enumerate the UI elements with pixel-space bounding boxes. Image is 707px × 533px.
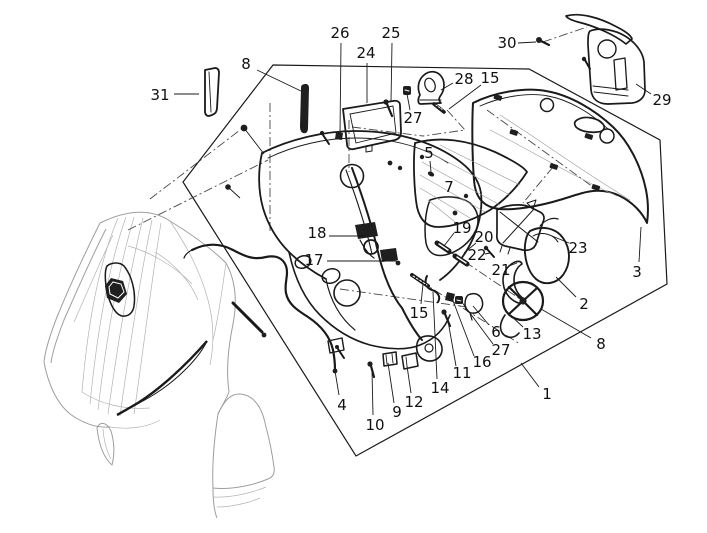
piaggio-badge: [104, 262, 136, 317]
part-number-5: 5: [424, 144, 434, 162]
leader-line-15: [448, 84, 482, 110]
part-number-20: 20: [474, 228, 493, 246]
leader-line-25: [390, 42, 393, 103]
exploded-parts: [183, 13, 649, 379]
leader-line-2: [555, 276, 577, 298]
part-number-8: 8: [596, 335, 606, 353]
part-28-latch: [417, 70, 445, 105]
part-31-trim-strip: [204, 67, 220, 117]
part-number-27: 27: [403, 109, 422, 127]
leader-line-10: [371, 370, 374, 416]
part-29-bracket: [565, 13, 646, 105]
leader-line-14: [432, 291, 438, 380]
part-number-4: 4: [337, 396, 347, 414]
leader-line-13: [507, 312, 524, 328]
leader-line-9: [387, 362, 395, 404]
leader-line-21: [508, 262, 518, 267]
leader-line-6: [472, 305, 490, 326]
part-number-13: 13: [522, 325, 541, 343]
leader-line-28: [440, 82, 454, 91]
leader-line-23: [551, 235, 570, 244]
part-23-glovebox-bin: [495, 204, 545, 255]
part-11-screw: [441, 309, 452, 328]
scooter-front-body: [43, 211, 275, 519]
part-17-18-lock-assembly: [355, 222, 401, 266]
part-27-clip-upper: [403, 86, 411, 95]
part-number-1: 1: [542, 385, 552, 403]
part-number-8: 8: [241, 55, 251, 73]
part-number-10: 10: [365, 416, 384, 434]
part-number-15: 15: [480, 69, 499, 87]
leader-line-19: [443, 232, 455, 247]
leader-line-20: [463, 242, 477, 254]
leader-line-27: [460, 300, 494, 345]
part-25-screw: [383, 99, 394, 118]
part-number-24: 24: [356, 44, 375, 62]
part-number-31: 31: [150, 86, 169, 104]
latch-striker: [327, 337, 345, 359]
part-8-seal-strip: [300, 84, 309, 134]
part-number-25: 25: [381, 24, 400, 42]
part-number-18: 18: [307, 224, 326, 242]
part-number-23: 23: [568, 239, 587, 257]
part-19-20-pins: [434, 240, 470, 267]
part-number-6: 6: [491, 323, 501, 341]
part-number-28: 28: [454, 70, 473, 88]
part-30-screw: [536, 37, 551, 47]
part-22-screw: [483, 245, 495, 258]
leader-line-30: [517, 41, 537, 44]
part-27-clip-lower: [455, 296, 463, 304]
part-1-inner-shield: [258, 130, 483, 350]
leader-line-16: [451, 297, 475, 357]
part-3-rear-panel: [471, 88, 649, 224]
part-12-bracket: [401, 352, 419, 370]
leader-line-15: [420, 283, 424, 305]
leader-line-1: [520, 362, 540, 388]
leader-line-4: [334, 370, 340, 396]
part-4-cable: [183, 243, 341, 374]
leader-line-26: [339, 42, 342, 136]
part-number-11: 11: [452, 364, 471, 382]
part-number-30: 30: [497, 34, 516, 52]
part-number-27: 27: [491, 341, 510, 359]
trim-rod: [231, 301, 267, 338]
part-15-pin-upper: [432, 102, 446, 114]
assembly-boundary: [182, 64, 668, 457]
part-number-2: 2: [579, 295, 589, 313]
part-24-glovebox-lid: [342, 99, 402, 153]
part-9-bracket: [382, 351, 398, 367]
part-13-horn: [499, 280, 545, 339]
part-number-26: 26: [330, 24, 349, 42]
part-number-21: 21: [491, 261, 510, 279]
part-number-9: 9: [392, 403, 402, 421]
part-number-29: 29: [652, 91, 671, 109]
leader-line-11: [447, 320, 457, 367]
leader-line-12: [406, 365, 412, 394]
leader-line-27: [406, 93, 411, 111]
part-10-screw: [367, 361, 376, 379]
leader-line-29: [635, 83, 652, 95]
part-number-22: 22: [467, 246, 486, 264]
part-number-17: 17: [304, 251, 323, 269]
leader-line-5: [429, 160, 432, 173]
part-number-12: 12: [404, 393, 423, 411]
side-trim-swoosh: [116, 340, 208, 417]
part-14-hook: [424, 275, 441, 303]
part-number-14: 14: [430, 379, 449, 397]
part-number-15: 15: [409, 304, 428, 322]
part-number-3: 3: [632, 263, 642, 281]
part-15-spring: [410, 273, 430, 288]
part-number-16: 16: [472, 353, 491, 371]
part-number-19: 19: [452, 219, 471, 237]
leader-line-8: [256, 69, 302, 92]
part-number-7: 7: [444, 178, 454, 196]
leader-line-8: [540, 308, 592, 339]
leader-line-22: [484, 252, 491, 255]
leader-line-3: [638, 226, 642, 263]
part-2-glovebox-door: [523, 217, 570, 285]
part-7-dash-surround: [413, 138, 528, 228]
